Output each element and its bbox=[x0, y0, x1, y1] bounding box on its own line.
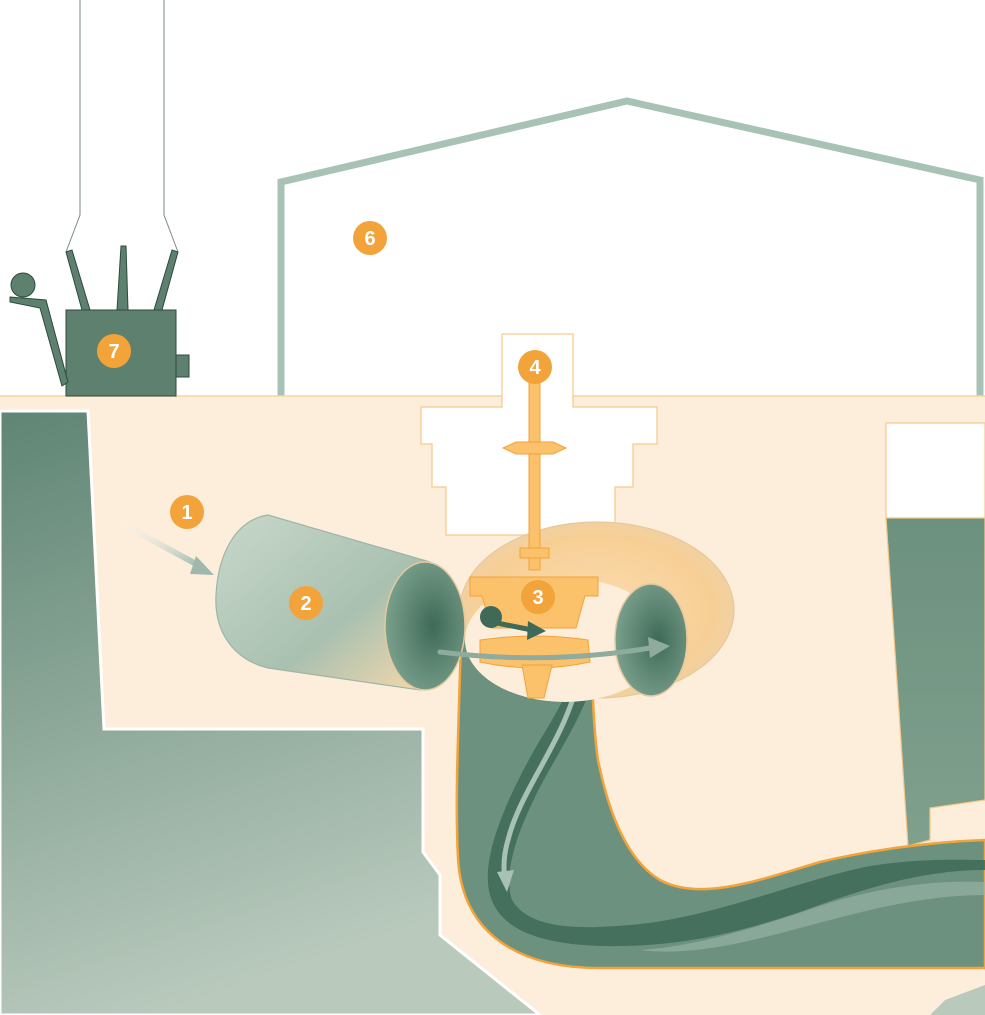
powerhouse-building-outline bbox=[281, 101, 980, 396]
svg-text:3: 3 bbox=[532, 587, 543, 609]
transformer-icon bbox=[10, 246, 189, 396]
svg-text:1: 1 bbox=[181, 502, 192, 524]
callout-6: 6 bbox=[353, 221, 387, 255]
callout-1: 1 bbox=[170, 495, 204, 529]
svg-text:6: 6 bbox=[364, 228, 375, 250]
callout-7: 7 bbox=[97, 334, 131, 368]
svg-text:4: 4 bbox=[529, 357, 541, 379]
power-lines bbox=[66, 0, 178, 252]
callout-2: 2 bbox=[289, 586, 323, 620]
svg-text:7: 7 bbox=[108, 341, 119, 363]
tailrace-chamber bbox=[886, 423, 985, 518]
callout-3: 3 bbox=[521, 580, 555, 614]
callout-4: 4 bbox=[518, 350, 552, 384]
svg-text:2: 2 bbox=[300, 593, 311, 615]
